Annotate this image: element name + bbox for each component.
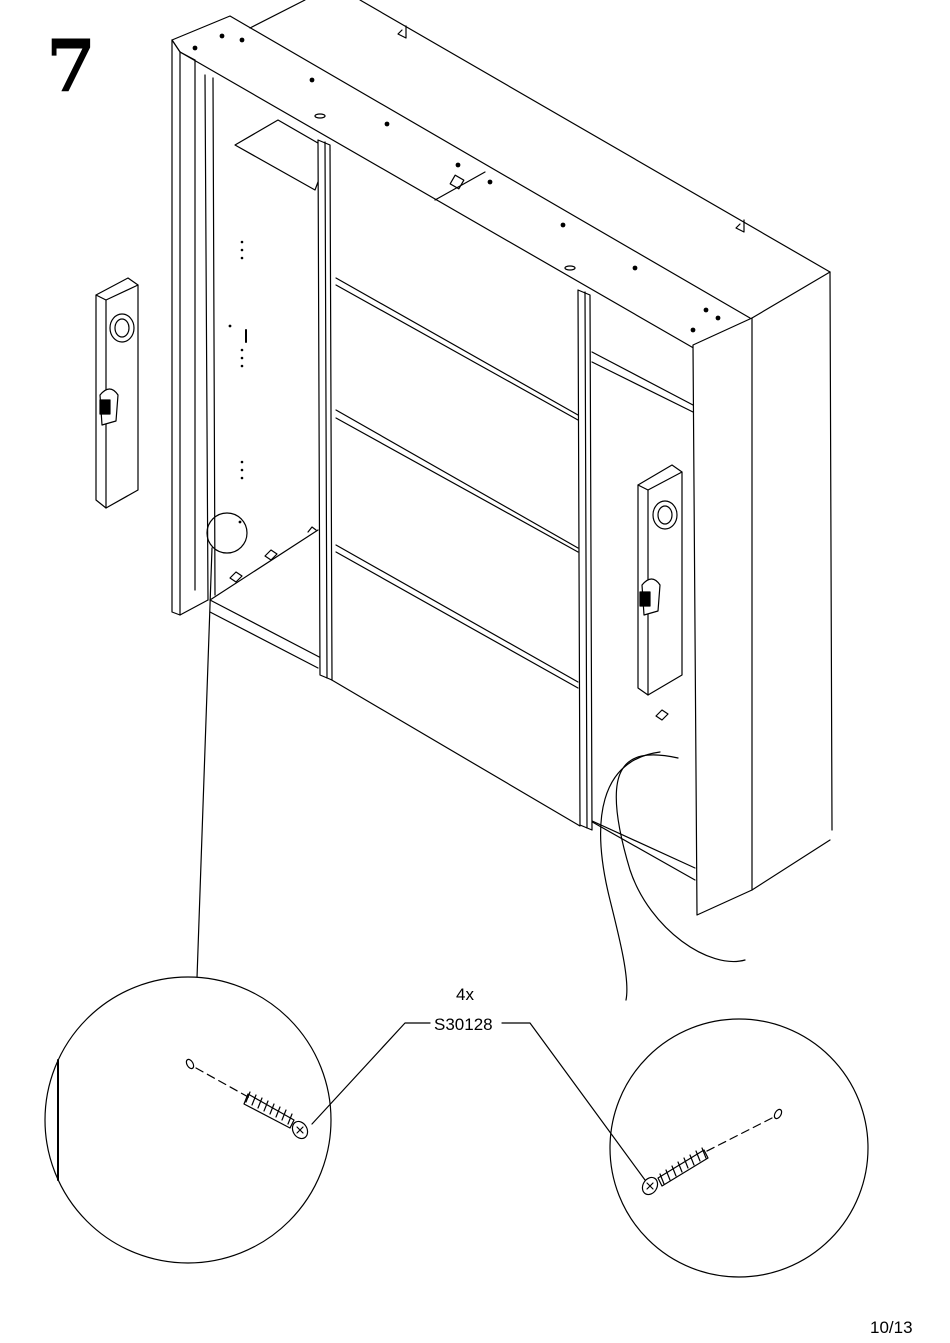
page-number: 10/13 [870,1318,913,1338]
fastener-part-code: S30128 [434,1015,493,1035]
cabinet-body [172,0,832,915]
door-hinge-left [96,278,138,508]
detail-magnifier-left [45,977,331,1263]
part-callout-lines [312,1023,645,1180]
detail-magnifier-right [610,1019,868,1277]
door-hinge-right [638,465,682,695]
step-number: 7 [46,30,96,102]
fastener-quantity: 4x [456,985,474,1005]
